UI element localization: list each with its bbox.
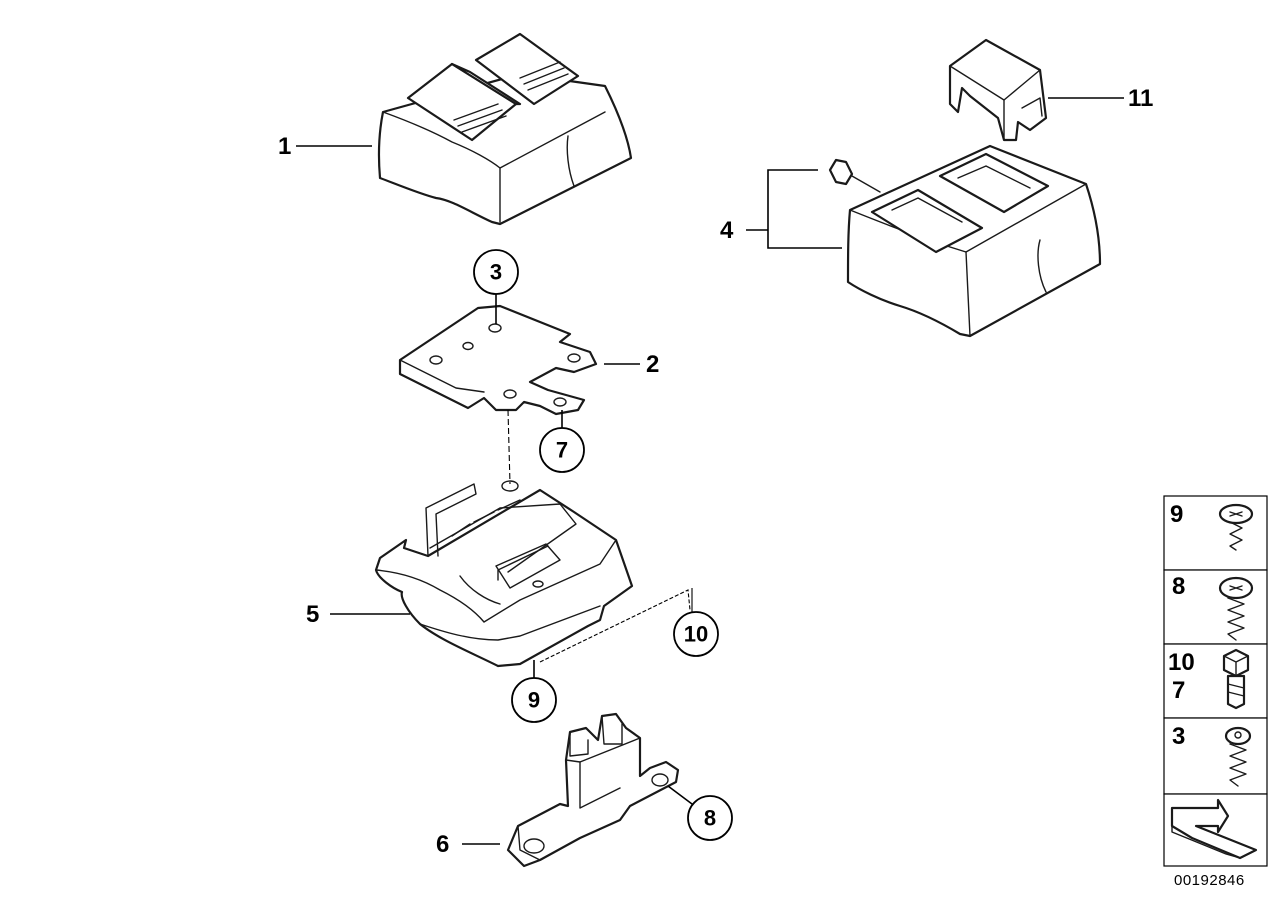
callout-9: 9 xyxy=(511,660,557,723)
part-5-holder: 5 xyxy=(306,480,634,668)
part-2-bracket: 2 xyxy=(398,304,659,416)
part-1-switch-housing: 1 xyxy=(278,32,633,226)
callout-7: 7 xyxy=(539,410,585,473)
part-label-4: 4 xyxy=(720,217,734,244)
legend-row-4-label: 3 xyxy=(1172,723,1185,750)
assembly-line xyxy=(507,409,511,485)
legend-row-3-label-a: 10 xyxy=(1168,649,1195,676)
part-11-cap: 11 xyxy=(948,38,1153,142)
callout-8-label: 8 xyxy=(704,806,716,831)
part-label-11: 11 xyxy=(1128,85,1153,112)
part-6-mounting-clip: 6 xyxy=(436,712,680,868)
part-label-1: 1 xyxy=(278,133,291,160)
torx-screw-icon xyxy=(1224,726,1252,787)
flange-screw-icon xyxy=(1218,576,1254,641)
callout-3-label: 3 xyxy=(490,260,502,285)
part-label-6: 6 xyxy=(436,831,449,858)
part-label-2: 2 xyxy=(646,351,659,378)
legend-row-3-label-b: 7 xyxy=(1172,677,1185,704)
hex-bolt-icon xyxy=(1222,648,1250,710)
callout-9-label: 9 xyxy=(528,688,540,713)
callout-8: 8 xyxy=(667,785,733,841)
fastener-legend: 9 8 10 7 3 xyxy=(1163,495,1268,867)
callout-3: 3 xyxy=(473,249,519,324)
legend-row-2-label: 8 xyxy=(1172,573,1185,600)
part-label-5: 5 xyxy=(306,601,319,628)
orientation-arrow-icon xyxy=(1170,798,1258,860)
callout-7-label: 7 xyxy=(556,438,568,463)
callout-10-label: 10 xyxy=(684,622,708,647)
callout-10: 10 xyxy=(539,588,719,663)
diagram-code: 00192846 xyxy=(1174,872,1245,889)
pan-head-screw-icon xyxy=(1218,503,1254,551)
part-4-switch-frame: 4 xyxy=(720,144,1102,338)
legend-row-1-label: 9 xyxy=(1170,501,1183,528)
